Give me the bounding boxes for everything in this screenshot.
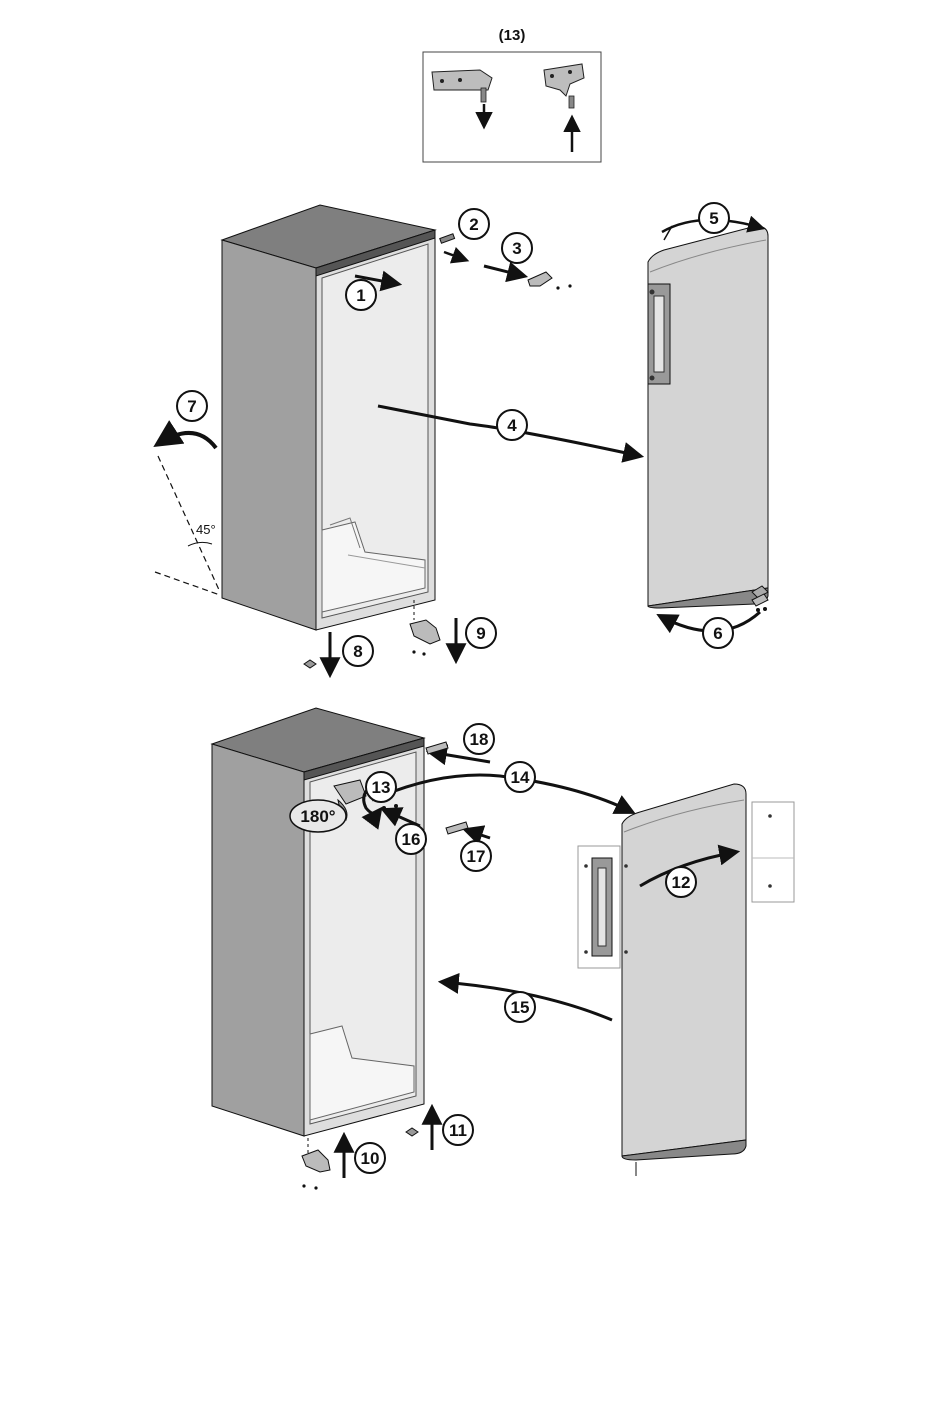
svg-text:3: 3 — [512, 239, 521, 258]
svg-text:2: 2 — [469, 215, 478, 234]
step-badge-7: 7 — [177, 391, 207, 421]
svg-text:6: 6 — [713, 624, 722, 643]
removed-door-top-scene — [648, 226, 768, 612]
svg-text:10: 10 — [361, 1149, 380, 1168]
step-badge-4: 4 — [497, 410, 527, 440]
fridge-bottom-scene — [212, 708, 424, 1136]
svg-text:14: 14 — [511, 768, 530, 787]
step-badge-9: 9 — [466, 618, 496, 648]
step-badge-18: 18 — [464, 724, 494, 754]
inset-title: (13) — [499, 27, 526, 44]
rotation-text: 180° — [300, 807, 335, 826]
hinge-cover-inset — [752, 802, 794, 902]
svg-text:16: 16 — [402, 830, 421, 849]
svg-text:17: 17 — [467, 847, 486, 866]
svg-text:4: 4 — [507, 416, 517, 435]
step-badge-14: 14 — [505, 762, 535, 792]
step-badge-11: 11 — [443, 1115, 473, 1145]
svg-text:5: 5 — [709, 209, 718, 228]
svg-text:12: 12 — [672, 873, 691, 892]
svg-text:7: 7 — [187, 397, 196, 416]
svg-text:18: 18 — [470, 730, 489, 749]
door-bottom-scene — [578, 784, 794, 1160]
step-badge-6: 6 — [703, 618, 733, 648]
svg-text:9: 9 — [476, 624, 485, 643]
step-badge-13: 13 — [366, 772, 396, 802]
fridge-cabinet-side-2 — [212, 744, 304, 1136]
step-badge-5: 5 — [699, 203, 729, 233]
step-badge-8: 8 — [343, 636, 373, 666]
fridge-top-scene — [222, 205, 435, 630]
step-badge-1: 1 — [346, 280, 376, 310]
step-badge-16: 16 — [396, 824, 426, 854]
angle-label: 45° — [196, 522, 216, 537]
door-panel — [648, 226, 768, 606]
svg-text:11: 11 — [449, 1121, 467, 1140]
svg-text:15: 15 — [511, 998, 530, 1017]
svg-text:8: 8 — [353, 642, 362, 661]
step-badge-2: 2 — [459, 209, 489, 239]
svg-text:13: 13 — [372, 778, 391, 797]
step-badge-15: 15 — [505, 992, 535, 1022]
step-badge-3: 3 — [502, 233, 532, 263]
step-badge-12: 12 — [666, 867, 696, 897]
step-badge-17: 17 — [461, 841, 491, 871]
step-badge-10: 10 — [355, 1143, 385, 1173]
rotation-label: 180° — [290, 800, 346, 832]
svg-text:1: 1 — [356, 286, 365, 305]
hinge-inset: (13) — [423, 27, 601, 162]
door-panel-2 — [622, 784, 746, 1156]
fridge-cabinet-side — [222, 240, 316, 630]
